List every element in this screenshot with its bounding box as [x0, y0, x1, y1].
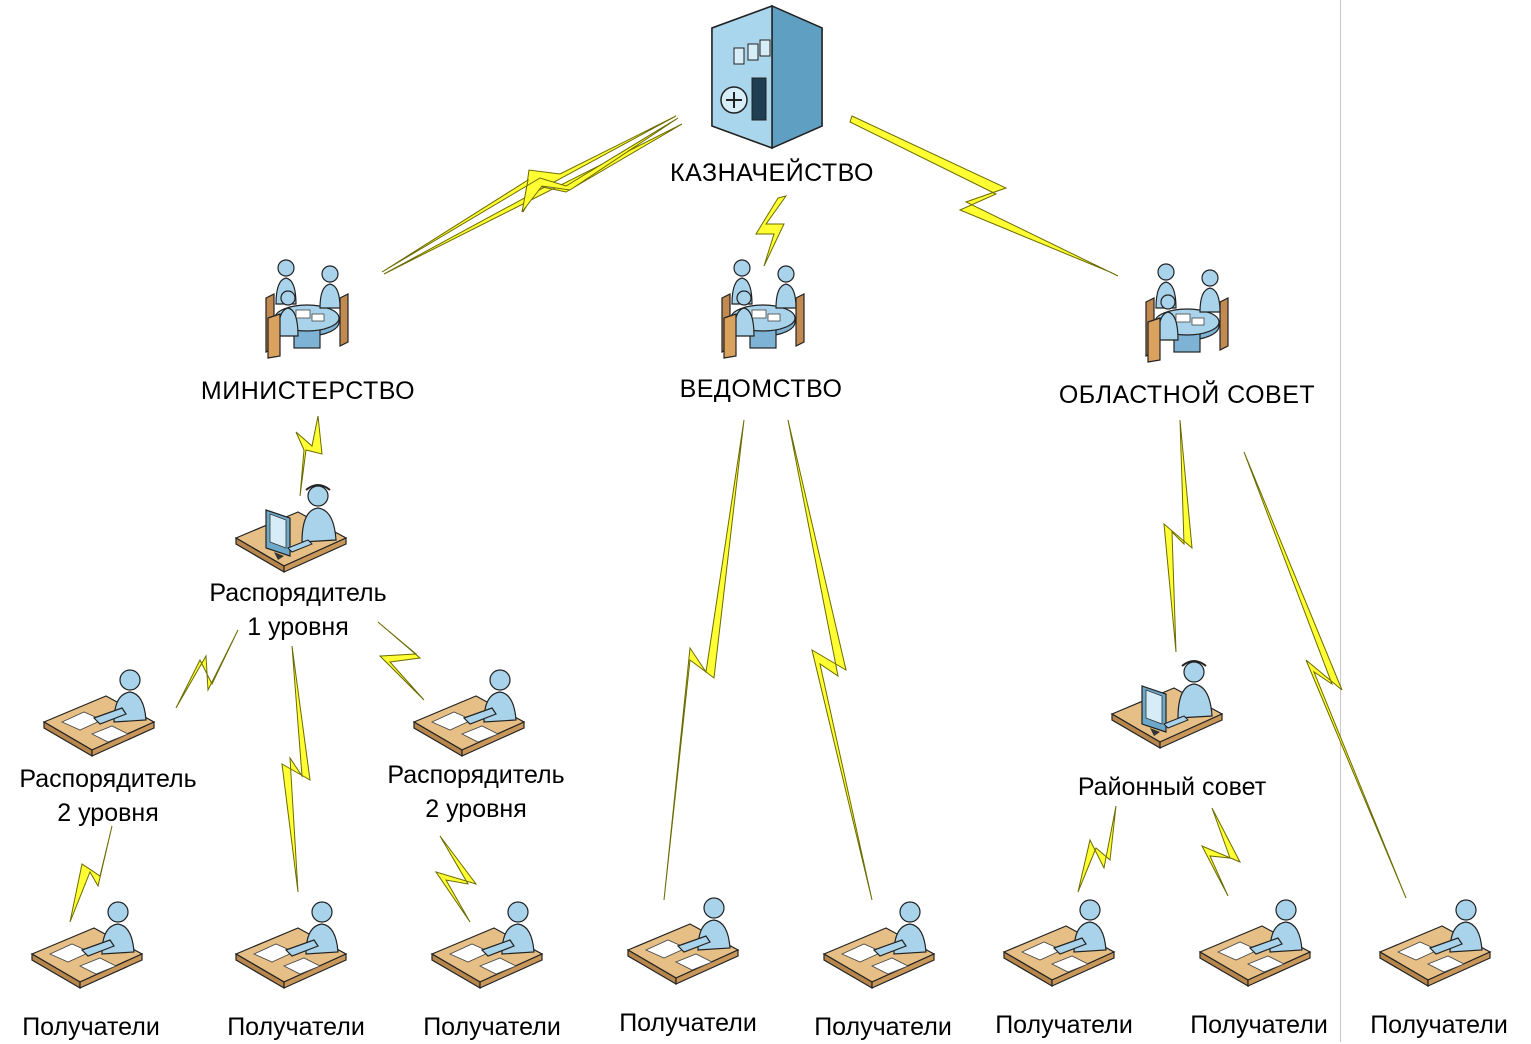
clerk-at-desk-icon [823, 901, 935, 989]
recipients-label: Получатели [814, 1013, 952, 1041]
link-level2a-recipient1 [69, 825, 113, 923]
ministry-label: МИНИСТЕРСТВО [200, 377, 416, 405]
recipients-label: Получатели [1370, 1011, 1508, 1039]
manager-level2-a-label: Распорядитель 2 уровня [19, 762, 196, 830]
link-regional-recipient8 [1243, 451, 1407, 899]
link-manager1-recipient2 [281, 645, 311, 893]
page-divider [1340, 0, 1341, 1042]
recipients-label: Получатели [619, 1009, 757, 1037]
clerk-at-desk-icon [1003, 899, 1115, 987]
agency-label: ВЕДОМСТВО [679, 375, 843, 403]
link-agency-recipient4 [663, 419, 745, 901]
clerk-at-desk-icon [31, 901, 143, 989]
manager-level2-b-label: Распорядитель 2 уровня [387, 758, 564, 826]
operator-with-computer-icon [1111, 660, 1223, 749]
regional-council-label: ОБЛАСТНОЙ СОВЕТ [1058, 381, 1316, 409]
link-manager1-level2b [377, 621, 425, 701]
operator-with-computer-icon [235, 484, 347, 573]
meeting-group-icon [721, 259, 805, 359]
meeting-group-icon [265, 259, 349, 359]
manager-level1-label-line1: Распорядитель [209, 579, 387, 607]
recipients-label: Получатели [423, 1013, 561, 1041]
manager-level2-b-label-line1: Распорядитель [387, 761, 565, 789]
treasury-label: КАЗНАЧЕЙСТВО [670, 159, 874, 187]
link-ministry-manager1 [295, 415, 323, 497]
clerk-at-desk-icon [235, 901, 347, 989]
link-level2b-recipient3 [434, 835, 478, 923]
clerk-at-desk-icon [413, 669, 525, 757]
recipients-label: Получатели [227, 1013, 365, 1041]
manager-level2-b-label-line2: 2 уровня [425, 795, 527, 823]
manager-level1-label: Распорядитель 1 уровня [209, 576, 386, 644]
link-district-recipient6 [1077, 805, 1117, 893]
link-manager1-level2a [175, 629, 239, 709]
manager-level2-a-label-line1: Распорядитель [19, 765, 197, 793]
clerk-at-desk-icon [1379, 899, 1491, 987]
clerk-at-desk-icon [627, 897, 739, 985]
recipients-label: Получатели [22, 1013, 160, 1041]
link-treasury-ministry-b [381, 117, 679, 273]
link-agency-recipient5 [787, 419, 873, 901]
manager-level1-label-line2: 1 уровня [247, 613, 349, 641]
recipients-label: Получатели [995, 1011, 1133, 1039]
clerk-at-desk-icon [43, 669, 155, 757]
meeting-group-icon [1145, 263, 1229, 363]
link-treasury-regional [849, 115, 1119, 277]
link-treasury-agency [755, 195, 788, 267]
district-council-label: Районный совет [1077, 773, 1267, 801]
link-regional-district [1163, 419, 1193, 653]
recipients-label: Получатели [1190, 1011, 1328, 1039]
clerk-at-desk-icon [431, 901, 543, 989]
treasury-building-icon [711, 4, 823, 150]
manager-level2-a-label-line2: 2 уровня [57, 799, 159, 827]
link-district-recipient7 [1200, 807, 1242, 897]
clerk-at-desk-icon [1199, 899, 1311, 987]
